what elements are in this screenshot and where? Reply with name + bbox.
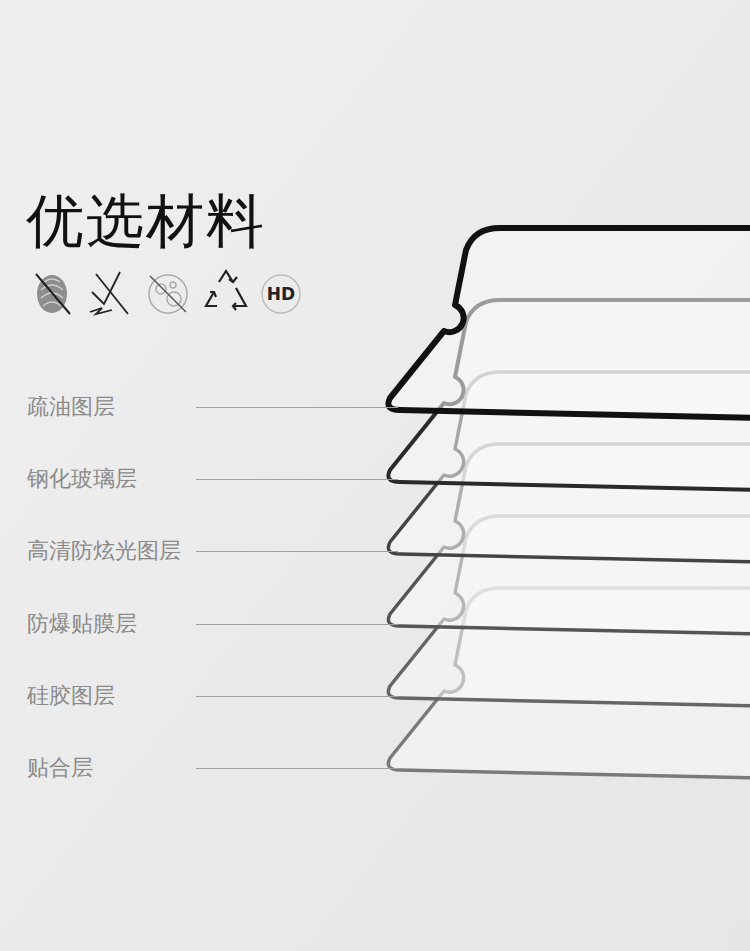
screen-layer: [388, 228, 750, 418]
anti-bubble-icon: [149, 275, 187, 313]
screen-layers: [388, 228, 750, 778]
layer-label: 高清防炫光图层: [27, 538, 181, 564]
leader-line: [196, 479, 398, 480]
leader-lines: [196, 408, 398, 769]
leader-line: [196, 768, 398, 769]
layer-label: 硅胶图层: [27, 683, 115, 709]
layer-label: 贴合层: [27, 755, 93, 781]
layer-label: 钢化玻璃层: [27, 466, 137, 492]
leader-line: [196, 407, 398, 408]
leader-line: [196, 551, 398, 552]
title: 优选材料: [26, 186, 266, 256]
hd-icon: [262, 275, 300, 313]
recycle-icon: [206, 271, 246, 310]
anti-scratch-icon: [90, 272, 128, 314]
leader-line: [196, 696, 398, 697]
icon-text: HD: [267, 284, 295, 304]
leader-line: [196, 624, 398, 625]
layer-label: 防爆贴膜层: [27, 611, 137, 637]
anti-fingerprint-icon: [36, 274, 70, 314]
layer-label: 疏油图层: [27, 394, 115, 420]
